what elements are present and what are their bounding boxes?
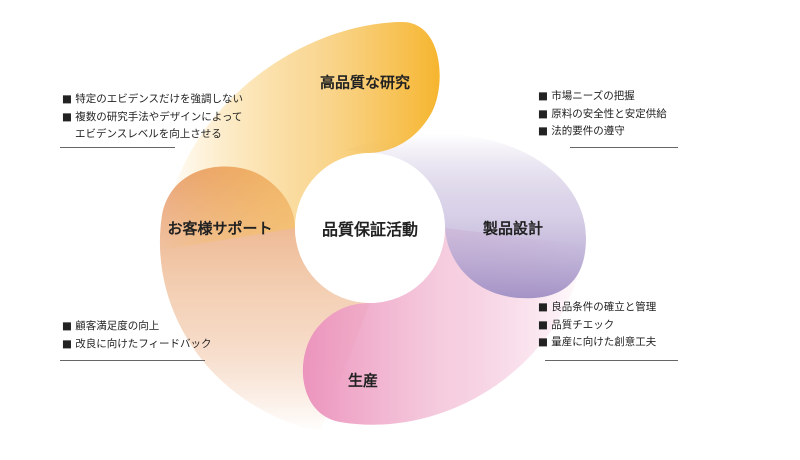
center-circle [295,153,445,303]
list-item: 原料の安全性と安定供給 [538,106,667,124]
center-label: 品質保証活動 [321,220,419,239]
divider [60,147,175,148]
segment-label-research: 高品質な研究 [319,73,411,92]
segment-research [162,21,440,250]
segment-label-production: 生産 [347,371,379,390]
list-item: 品質チエック [538,317,656,335]
divider [545,360,678,361]
list-item: 市場ニーズの把握 [538,88,667,106]
divider [60,360,205,361]
list-item: 複数の研究手法やデザインによって [62,109,243,127]
list-item: 顧客満足度の向上 [62,318,212,336]
list-item: 特定のエビデンスだけを強調しない [62,91,243,109]
divider [570,147,678,148]
list-item: 量産に向けた創意工夫 [538,334,656,352]
list-item: 改良に向けたフィードバック [62,336,211,354]
segment-label-support: お客様サポート [167,219,273,238]
design-list: 市場ニーズの把握 原料の安全性と安定供給 法的要件の遵守 [538,88,667,141]
list-item: 良品条件の確立と管理 [538,299,656,317]
segment-label-design: 製品設計 [482,219,544,238]
list-item: 法的要件の遵守 [538,123,667,141]
list-item-continuation: エビデンスレベルを向上させる [75,128,222,140]
support-list: 顧客満足度の向上 改良に向けたフィードバック [62,318,212,354]
segment-design [345,133,586,299]
production-list: 良品条件の確立と管理 品質チエック 量産に向けた創意工夫 [538,299,656,352]
research-list: 特定のエビデンスだけを強調しない 複数の研究手法やデザインによって エビデンスレ… [62,91,243,144]
